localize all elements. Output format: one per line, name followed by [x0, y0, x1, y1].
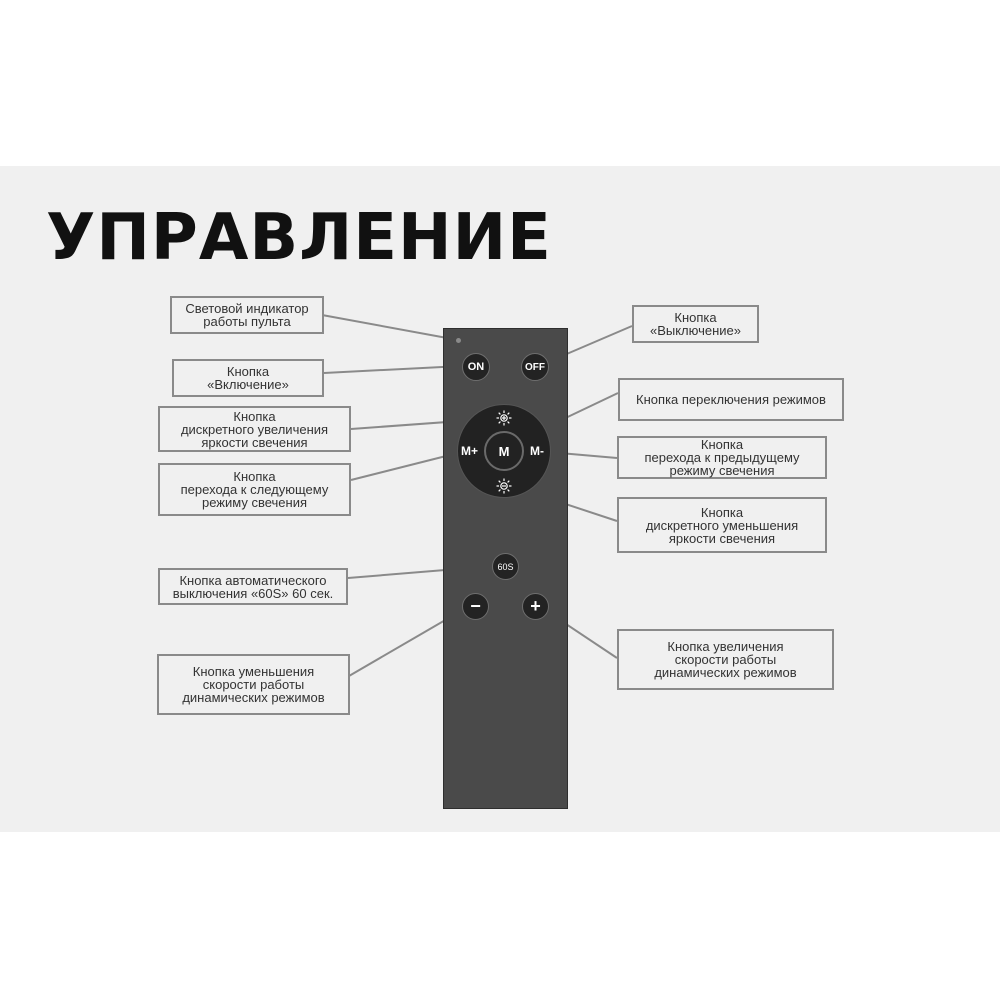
mode-plus-button[interactable]: M+ — [461, 444, 479, 458]
callout-next-mode: Кнопка перехода к следующему режиму свеч… — [158, 463, 351, 516]
on-button[interactable]: ON — [462, 353, 490, 381]
callout-prev-mode: Кнопка перехода к предыдущему режиму све… — [617, 436, 827, 479]
callout-off: Кнопка «Выключение» — [632, 305, 759, 343]
off-button[interactable]: OFF — [521, 353, 549, 381]
indicator-light — [456, 338, 461, 343]
callout-on: Кнопка «Включение» — [172, 359, 324, 397]
callout-bright-up: Кнопка дискретного увеличения яркости св… — [158, 406, 351, 452]
callout-bright-down: Кнопка дискретного уменьшения яркости св… — [617, 497, 827, 553]
timer-60s-button[interactable]: 60S — [492, 553, 519, 580]
mode-switch-button[interactable]: M — [484, 431, 524, 471]
callout-speed-down: Кнопка уменьшения скорости работы динами… — [157, 654, 350, 715]
speed-up-button[interactable]: + — [522, 593, 549, 620]
callout-auto-off: Кнопка автоматического выключения «60S» … — [158, 568, 348, 605]
page-title: УПРАВЛЕНИЕ — [46, 201, 552, 275]
mode-minus-button[interactable]: M- — [530, 444, 544, 458]
callout-mode-switch: Кнопка переключения режимов — [618, 378, 844, 421]
callout-indicator: Световой индикатор работы пульта — [170, 296, 324, 334]
brightness-down-icon[interactable] — [496, 478, 512, 494]
brightness-up-icon[interactable] — [496, 410, 512, 426]
speed-down-button[interactable]: − — [462, 593, 489, 620]
callout-speed-up: Кнопка увеличения скорости работы динами… — [617, 629, 834, 690]
